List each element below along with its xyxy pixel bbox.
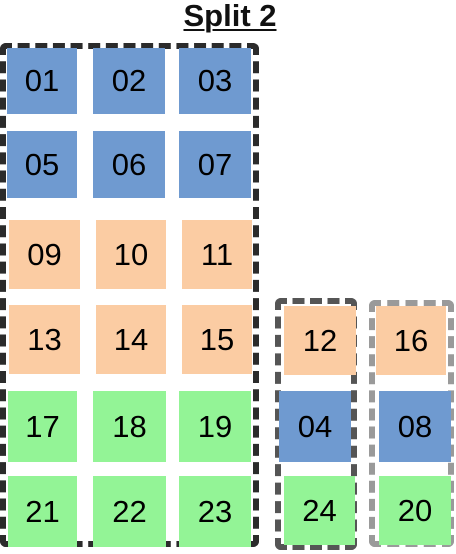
group-main-dashed-box [0, 43, 259, 547]
tile-13: 13 [9, 305, 80, 374]
tile-02: 02 [93, 48, 165, 114]
tile-01: 01 [7, 48, 77, 114]
tile-20: 20 [379, 476, 451, 545]
tile-09: 09 [9, 220, 80, 289]
tile-17: 17 [8, 391, 77, 462]
tile-12: 12 [284, 306, 356, 375]
tile-24: 24 [284, 476, 355, 545]
tile-22: 22 [93, 476, 166, 547]
group-middle-dashed-box [275, 298, 357, 550]
tile-19: 19 [179, 391, 251, 462]
tile-14: 14 [96, 305, 166, 374]
tile-05: 05 [7, 131, 77, 198]
tile-07: 07 [179, 131, 251, 198]
tile-23: 23 [179, 476, 251, 547]
tile-16: 16 [376, 306, 446, 375]
tile-08: 08 [379, 391, 451, 462]
tile-10: 10 [96, 220, 166, 289]
tile-04: 04 [279, 391, 351, 462]
tile-03: 03 [179, 48, 251, 114]
tile-06: 06 [93, 131, 165, 198]
diagram-title: Split 2 [183, 0, 277, 33]
tile-21: 21 [8, 476, 77, 547]
tile-18: 18 [93, 391, 166, 462]
tile-15: 15 [182, 305, 252, 374]
tile-11: 11 [182, 220, 252, 289]
